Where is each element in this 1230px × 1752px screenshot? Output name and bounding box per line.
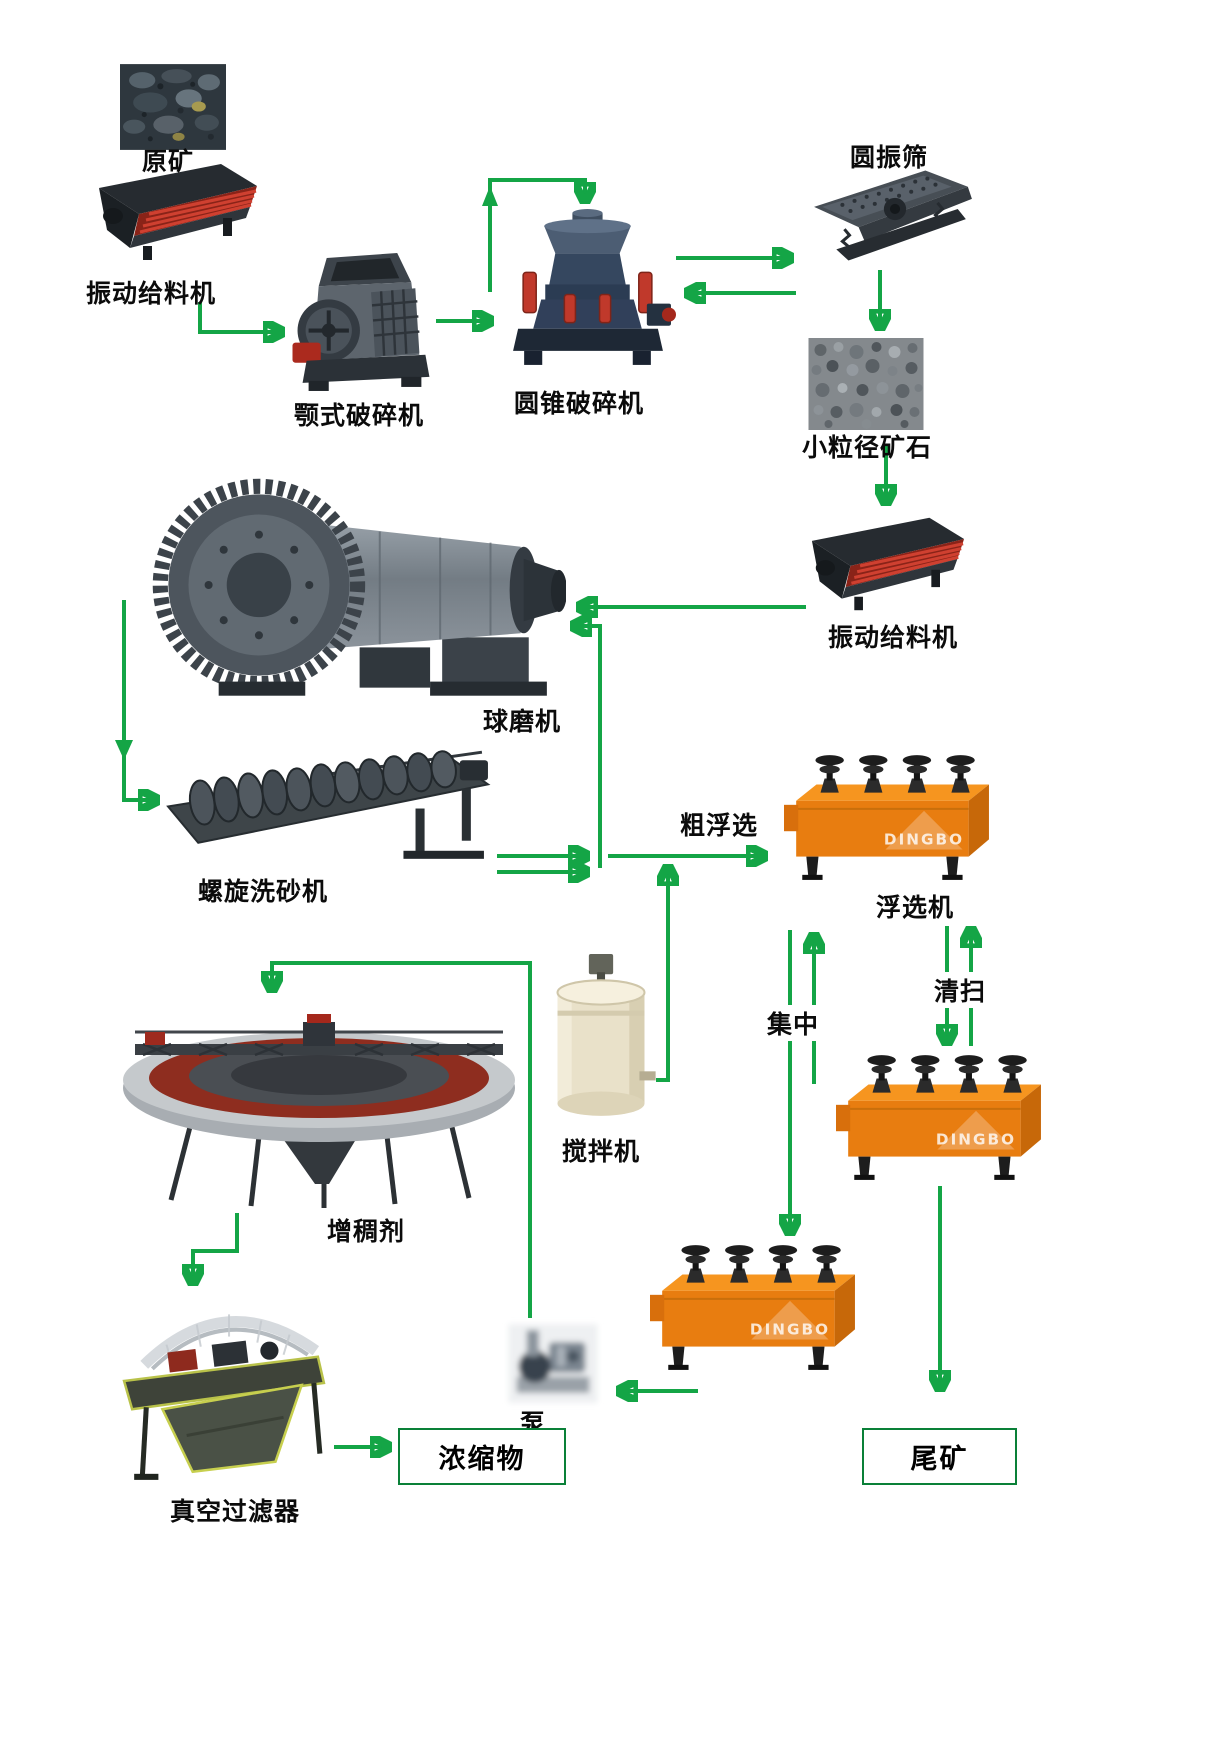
feeder1-label: 振动给料机 xyxy=(86,279,217,308)
vibrating-feeder-illustration xyxy=(811,517,965,611)
concentrate-box: 浓缩物 xyxy=(398,1428,566,1485)
vibrating-screen-image xyxy=(808,162,980,264)
pump-illustration xyxy=(508,1324,598,1403)
concentration-label: 集中 xyxy=(764,1005,823,1041)
raw-ore-illustration xyxy=(120,64,226,150)
tailings-box-label: 尾矿 xyxy=(910,1444,969,1475)
cone-crusher-image xyxy=(500,208,676,374)
mixer-label: 搅拌机 xyxy=(562,1137,641,1166)
arrowhead-mill-down xyxy=(115,740,133,760)
flotation-machine-2-image: DINGBO xyxy=(836,1048,1044,1185)
cone-crusher-illustration xyxy=(513,209,676,365)
flotation-machine-3-image: DINGBO xyxy=(650,1238,858,1375)
feeder2-label: 振动给料机 xyxy=(828,623,959,652)
arrowhead-recirculation-up xyxy=(482,186,498,206)
ball-mill-label: 球磨机 xyxy=(483,707,562,736)
vibrating-feeder-2-image xyxy=(806,512,970,616)
tailings-box: 尾矿 xyxy=(862,1428,1017,1485)
thickener-illustration xyxy=(123,1014,515,1208)
cone-crusher-label: 圆锥破碎机 xyxy=(514,389,645,418)
small-ore-image xyxy=(808,338,924,430)
brand-text: DINGBO xyxy=(750,1320,830,1338)
thickener-image xyxy=(118,988,520,1216)
vibrating-feeder-illustration xyxy=(99,164,257,260)
spiral-washer-label: 螺旋洗砂机 xyxy=(198,877,329,906)
ball-mill-illustration xyxy=(152,478,566,696)
flotation-machine-label: 浮选机 xyxy=(876,893,955,922)
scavenging-label: 清扫 xyxy=(931,972,990,1008)
vibrating-feeder-1-image xyxy=(92,158,264,266)
arrow-thickener-to-vacuum-filter xyxy=(193,1213,239,1284)
ball-mill-image xyxy=(118,474,566,706)
concentrate-box-label: 浓缩物 xyxy=(438,1444,526,1475)
raw-ore-image xyxy=(120,64,226,150)
vacuum-filter-image xyxy=(116,1284,333,1484)
raw-ore-label: 原矿 xyxy=(142,147,195,176)
pump-image xyxy=(502,1316,604,1412)
rough-flotation-label: 粗浮选 xyxy=(680,811,759,840)
spiral-washer-illustration xyxy=(166,750,491,859)
arrow-return-to-ball-mill xyxy=(572,626,602,868)
mixer-illustration xyxy=(556,954,656,1116)
spiral-washer-image xyxy=(162,742,494,868)
vibrating-screen-illustration xyxy=(814,170,972,261)
thickener-label: 增稠剂 xyxy=(327,1217,406,1246)
small-ore-illustration xyxy=(808,338,924,430)
flotation-machine-illustration: DINGBO xyxy=(836,1055,1041,1180)
flotation-machine-illustration: DINGBO xyxy=(650,1245,855,1370)
mixer-image xyxy=(540,952,662,1132)
vibrating-screen-label: 圆振筛 xyxy=(850,143,929,172)
vacuum-filter-label: 真空过滤器 xyxy=(170,1497,301,1526)
brand-text: DINGBO xyxy=(936,1130,1016,1148)
vacuum-filter-illustration xyxy=(122,1314,326,1480)
flotation-machine-1-image: DINGBO xyxy=(784,748,992,885)
jaw-crusher-illustration xyxy=(292,253,430,391)
brand-text: DINGBO xyxy=(884,830,964,848)
flotation-machine-illustration: DINGBO xyxy=(784,755,989,880)
jaw-crusher-label: 颚式破碎机 xyxy=(294,401,425,430)
small-ore-label: 小粒径矿石 xyxy=(802,433,933,462)
jaw-crusher-image xyxy=(290,250,442,396)
